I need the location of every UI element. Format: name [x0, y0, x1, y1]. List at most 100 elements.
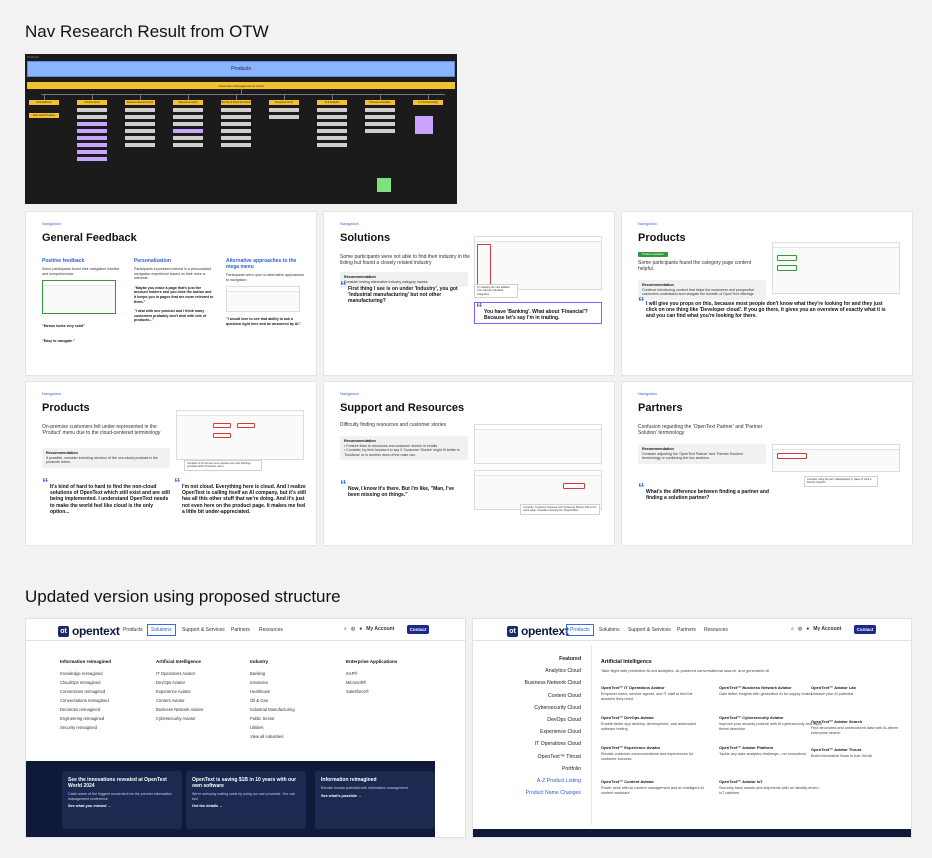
promo-link[interactable]: See what's possible →	[321, 793, 362, 798]
menu-link[interactable]: Oil & Gas	[250, 698, 268, 703]
logo-text: opentext	[521, 624, 569, 638]
product-name: OpenText™ DevOps Aviator	[601, 715, 654, 720]
product-desc: Find structured and unstructured data wi…	[811, 726, 899, 735]
promo-link[interactable]: Get the details →	[192, 804, 224, 809]
callout: Currently, 'Customer Success' and 'Custo…	[520, 504, 600, 515]
menu-link[interactable]: Content Aviator	[156, 698, 185, 703]
nav-resources[interactable]: Resources	[259, 627, 283, 633]
menu-link[interactable]: Microsoft®	[346, 680, 367, 685]
products-category-item[interactable]: Cybersecurity Cloud	[534, 704, 581, 711]
menu-link[interactable]: Utilities	[250, 725, 264, 730]
promo-card[interactable]: See the innovations revealed at OpenText…	[62, 771, 182, 829]
menu-link[interactable]: Salesforce®	[346, 689, 369, 694]
nav-support-services[interactable]: Support & Services	[182, 627, 225, 633]
nav-solutions[interactable]: Solutions	[147, 624, 176, 636]
products-category-item[interactable]: Portfolio	[561, 765, 581, 772]
board-item: Core Cloud Products	[29, 113, 59, 118]
research-board[interactable]: Products Products Information Management…	[25, 54, 457, 204]
nav-support-services[interactable]: Support & Services	[628, 627, 671, 633]
products-category-item[interactable]: Product Name Changes	[525, 790, 581, 797]
contact-button[interactable]: Contact	[854, 625, 876, 634]
globe-icon[interactable]: ◍	[797, 626, 803, 632]
quote-mark: “	[174, 475, 181, 490]
menu-link[interactable]: DevOps Aviator	[156, 680, 186, 685]
slide-general-feedback[interactable]: Navigation General Feedback Positive fee…	[25, 211, 317, 376]
nav-solutions[interactable]: Solutions	[599, 627, 620, 633]
quote: "I deal with one product and I think man…	[134, 309, 207, 323]
account-icon[interactable]: ●	[359, 626, 363, 632]
account-icon[interactable]: ●	[806, 626, 810, 632]
contact-button[interactable]: Contact	[407, 625, 429, 634]
slide-products-2[interactable]: Navigation Products On-premise customers…	[25, 381, 317, 546]
menu-column-title: Information reimagined	[60, 659, 112, 664]
products-category-item[interactable]: Featured	[559, 656, 581, 662]
callout: Consider using the term 'Marketplace' in…	[804, 476, 878, 487]
slide-solutions[interactable]: Navigation Solutions Some participants w…	[323, 211, 615, 376]
menu-link[interactable]: Connections reimagined	[60, 689, 106, 694]
menu-link[interactable]: SAP®	[346, 671, 358, 676]
menu-link[interactable]: Insurance	[250, 680, 269, 685]
menu-link[interactable]: Cybersecurity Aviator	[156, 716, 196, 721]
nav-resources[interactable]: Resources	[704, 627, 728, 633]
menu-link[interactable]: CloudOps reimagined	[60, 680, 101, 685]
account-link[interactable]: My Account	[366, 626, 395, 632]
menu-link[interactable]: Conversations reimagined	[60, 698, 109, 703]
nav-partners[interactable]: Partners	[677, 627, 696, 633]
products-category-item[interactable]: DevOps Cloud	[547, 717, 581, 724]
slide-support-resources[interactable]: Navigation Support and Resources Difficu…	[323, 381, 615, 546]
products-category-item[interactable]: A-Z Product Listing	[536, 778, 581, 785]
products-category-item[interactable]: Analytics Cloud	[545, 668, 581, 675]
slide-tag: Navigation	[42, 221, 61, 226]
promo-card[interactable]: OpenText is saving $1B in 10 years with …	[186, 771, 306, 829]
slide-products-1[interactable]: Navigation Products Positive Feedback So…	[621, 211, 913, 376]
promo-link[interactable]: See what you missed →	[68, 804, 112, 809]
search-icon[interactable]: ⌕	[344, 626, 347, 632]
search-icon[interactable]: ⌕	[791, 626, 794, 632]
products-category-item[interactable]: IT Operations Cloud	[534, 741, 581, 748]
menu-link[interactable]: Experience Aviator	[156, 689, 191, 694]
menu-link[interactable]: Engineering reimagined	[60, 716, 105, 721]
menu-link[interactable]: Healthcare	[250, 689, 271, 694]
nav-partners[interactable]: Partners	[231, 627, 250, 633]
products-category-item[interactable]: Experience Cloud	[540, 729, 581, 736]
product-name: OpenText™ Aviator Search	[811, 719, 863, 724]
product-name: OpenText™ IT Operations Aviator	[601, 685, 665, 690]
nav-products[interactable]: Products	[566, 624, 594, 636]
products-category-item[interactable]: Business Network Cloud	[524, 680, 581, 687]
account-link[interactable]: My Account	[813, 626, 842, 632]
slide-partners[interactable]: Navigation Partners Confusion regarding …	[621, 381, 913, 546]
board-item	[365, 115, 395, 119]
menu-link[interactable]: Industrial Manufacturing	[250, 707, 295, 712]
globe-icon[interactable]: ◍	[350, 626, 356, 632]
menu-link[interactable]: Public Sector	[250, 716, 275, 721]
menu-link[interactable]: Banking	[250, 671, 266, 676]
nav-products[interactable]: Products	[123, 627, 143, 633]
menu-link[interactable]: Business Network Aviator	[156, 707, 204, 712]
menu-link[interactable]: Security reimagined	[60, 725, 98, 730]
menu-link[interactable]: IT Operations Aviator	[156, 671, 196, 676]
board-column: AI & Analytics	[317, 100, 347, 147]
menu-link[interactable]: Knowledge reimagined	[60, 671, 103, 676]
menu-link[interactable]: Decisions reimagined	[60, 707, 101, 712]
menu-link[interactable]: View all industries	[250, 734, 284, 739]
slide-title: General Feedback	[42, 232, 137, 244]
products-category-item[interactable]: OpenText™ Thrust	[537, 753, 581, 760]
products-category-item[interactable]: Content Cloud	[547, 692, 581, 699]
